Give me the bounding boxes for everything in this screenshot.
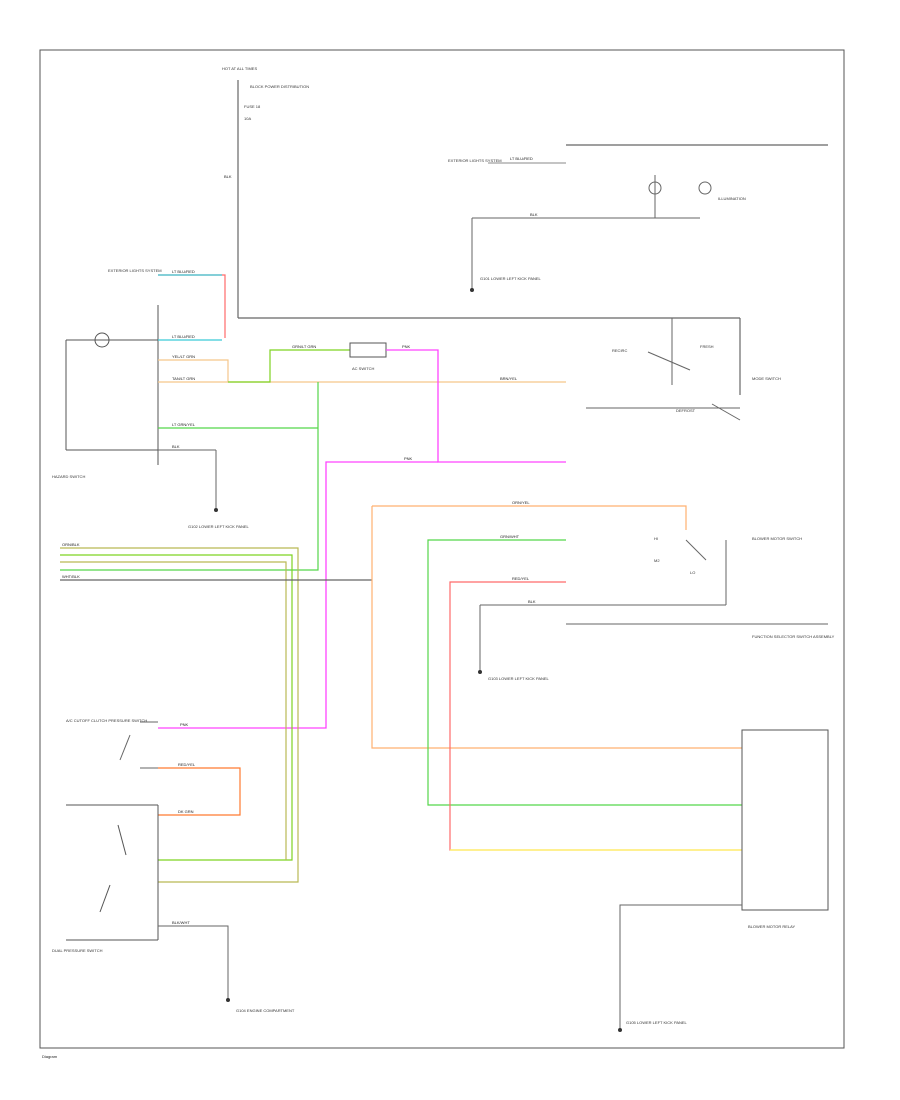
wire-label-pnk-3: PNK	[180, 722, 189, 727]
wire-label-brn-yel: BRN/YEL	[500, 376, 518, 381]
footer-text: Diagram	[42, 1054, 58, 1059]
wire-label-tan-lt-grn: TAN/LT GRN	[172, 376, 195, 381]
blower-relay-box	[741, 729, 829, 911]
fresh-label: FRESH	[700, 344, 714, 349]
fuse-hot-label: HOT AT ALL TIMES	[222, 66, 257, 71]
ground-g3-symbol	[478, 670, 482, 674]
ground-g4-label: G104 ENGINE COMPARTMENT	[236, 1008, 295, 1013]
lo-label: LO	[690, 570, 695, 575]
blower-relay-label: BLOWER MOTOR RELAY	[748, 924, 796, 929]
wire-label-pnk: PNK	[402, 344, 411, 349]
mode-switch	[586, 318, 741, 421]
wire-label-dk-grn: DK GRN	[178, 809, 194, 814]
wire-label-yel-lt-grn: YEL/LT GRN	[172, 354, 195, 359]
wire-label-lt-blu-red-3: LT BLU/RED	[172, 334, 195, 339]
wire-label-red-yel: RED/YEL	[512, 576, 530, 581]
ground-g5-symbol	[618, 1028, 622, 1032]
wire-green-blower	[427, 539, 742, 806]
ground-g3-label: G103 LOWER LEFT KICK PANEL	[488, 676, 550, 681]
wire-blk-bottom	[158, 925, 229, 1000]
pressure-switch-upper	[119, 721, 158, 769]
wire-label-pnk-2: PNK	[404, 456, 413, 461]
blower-switch	[479, 539, 828, 672]
wire-pink-down	[158, 461, 438, 729]
wire-label-lt-blu-red-1: LT BLU/RED	[510, 156, 533, 161]
illumination-bulbs	[470, 175, 712, 292]
fuse-id-label: FUSE 18	[244, 104, 261, 109]
ground-g2-label: G102 LOWER LEFT KICK PANEL	[188, 524, 250, 529]
dual-pressure-label: DUAL PRESSURE SWITCH	[52, 948, 103, 953]
wire-label-orn-yel: ORN/YEL	[512, 500, 530, 505]
ground-g4-symbol	[226, 998, 230, 1002]
mode-switch-label: MODE SWITCH	[752, 376, 781, 381]
wire-label-grn-wht: GRN/WHT	[500, 534, 520, 539]
wire-orange-top	[372, 505, 687, 530]
wire-label-grn-lt-grn: GRN/LT GRN	[292, 344, 316, 349]
wire-label-blk-top: BLK	[224, 174, 232, 179]
wire-label-wht-blk: WHT/BLK	[62, 574, 80, 579]
m2-label: M2	[654, 558, 660, 563]
wire-label-blk-2: BLK	[172, 444, 180, 449]
ground-g1-label: G101 LOWER LEFT KICK PANEL	[480, 276, 542, 281]
fuse-amp-label: 10A	[244, 116, 251, 121]
wire-yel-grn-to-ac	[228, 349, 350, 383]
wire-pink-main	[386, 349, 566, 463]
wire-label-lt-blu-red-2: LT BLU/RED	[172, 269, 195, 274]
exterior-lights-top-label: EXTERIOR LIGHTS SYSTEM	[448, 158, 502, 163]
blower-switch-label: BLOWER MOTOR SWITCH	[752, 536, 802, 541]
dual-pressure-box	[66, 804, 159, 941]
wire-label-blk-3: BLK	[528, 599, 536, 604]
illumination-label: ILLUMINATION	[718, 196, 746, 201]
wire-red-orange	[158, 767, 241, 816]
wire-relay-ground	[619, 904, 742, 1030]
wire-tan-lt-grn	[158, 359, 566, 383]
power-feed	[237, 80, 828, 395]
wire-label-orn-blk: ORN/BLK	[62, 542, 80, 547]
recirc-label: RECIRC	[612, 348, 627, 353]
wire-red-top	[158, 274, 226, 338]
wire-red-blower	[449, 581, 742, 851]
ground-g5-label: G105 LOWER LEFT KICK PANEL	[626, 1020, 688, 1025]
ground-g2-symbol	[214, 508, 218, 512]
wire-label-blk-1: BLK	[530, 212, 538, 217]
high-pressure-cutoff-label: A/C CUTOFF CLUTCH PRESSURE SWITCH	[66, 718, 147, 723]
fuse-note-label: BLOCK POWER DISTRIBUTION	[250, 84, 309, 89]
left-harness-bus	[60, 547, 372, 883]
exterior-lights-left-label: EXTERIOR LIGHTS SYSTEM	[108, 268, 162, 273]
diagram-frame	[39, 49, 845, 1049]
hazard-switch-box	[65, 305, 159, 465]
wire-label-red-yel-2: RED/YEL	[178, 762, 196, 767]
hi-label: HI	[654, 536, 658, 541]
ac-switch-box	[349, 342, 387, 358]
defrost-label: DEFROST	[676, 408, 696, 413]
wire-green-down	[60, 382, 319, 571]
wire-orange-down	[371, 506, 742, 749]
ac-switch-label: AC SWITCH	[352, 366, 375, 371]
function-selector-label: FUNCTION SELECTOR SWITCH ASSEMBLY	[752, 634, 835, 639]
wire-label-blk-wht: BLK/WHT	[172, 920, 190, 925]
wire-label-lt-grn-yel: LT GRN/YEL	[172, 422, 196, 427]
hazard-switch-label: HAZARD SWITCH	[52, 474, 85, 479]
